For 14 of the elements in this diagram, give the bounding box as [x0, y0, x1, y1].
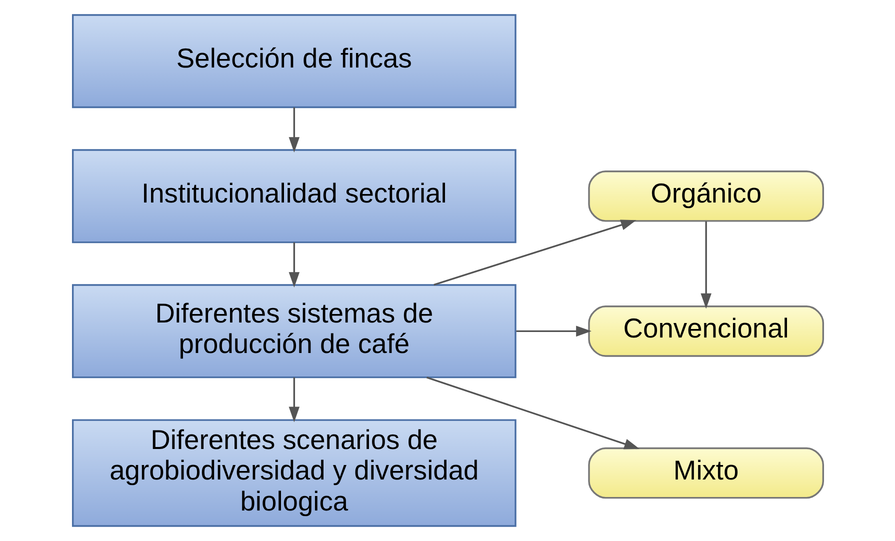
- arrow: [288, 242, 300, 288]
- arrow: [288, 107, 300, 153]
- node-box: Diferentes sistemas de producción de café: [71, 284, 516, 378]
- node-box: Convencional: [588, 306, 824, 357]
- arrow: [433, 220, 636, 286]
- node-box: Mixto: [588, 447, 824, 499]
- arrow: [516, 326, 591, 337]
- arrow: [700, 221, 711, 309]
- node-box: Institucionalidad sectorial: [71, 149, 516, 244]
- node-box: Selección de fincas: [71, 14, 516, 108]
- arrow: [426, 376, 640, 450]
- arrow: [288, 377, 300, 422]
- node-box: Diferentes scenarios de agrobiodiversidad y diversidad biologica: [71, 419, 516, 527]
- node-box: Orgánico: [588, 170, 824, 222]
